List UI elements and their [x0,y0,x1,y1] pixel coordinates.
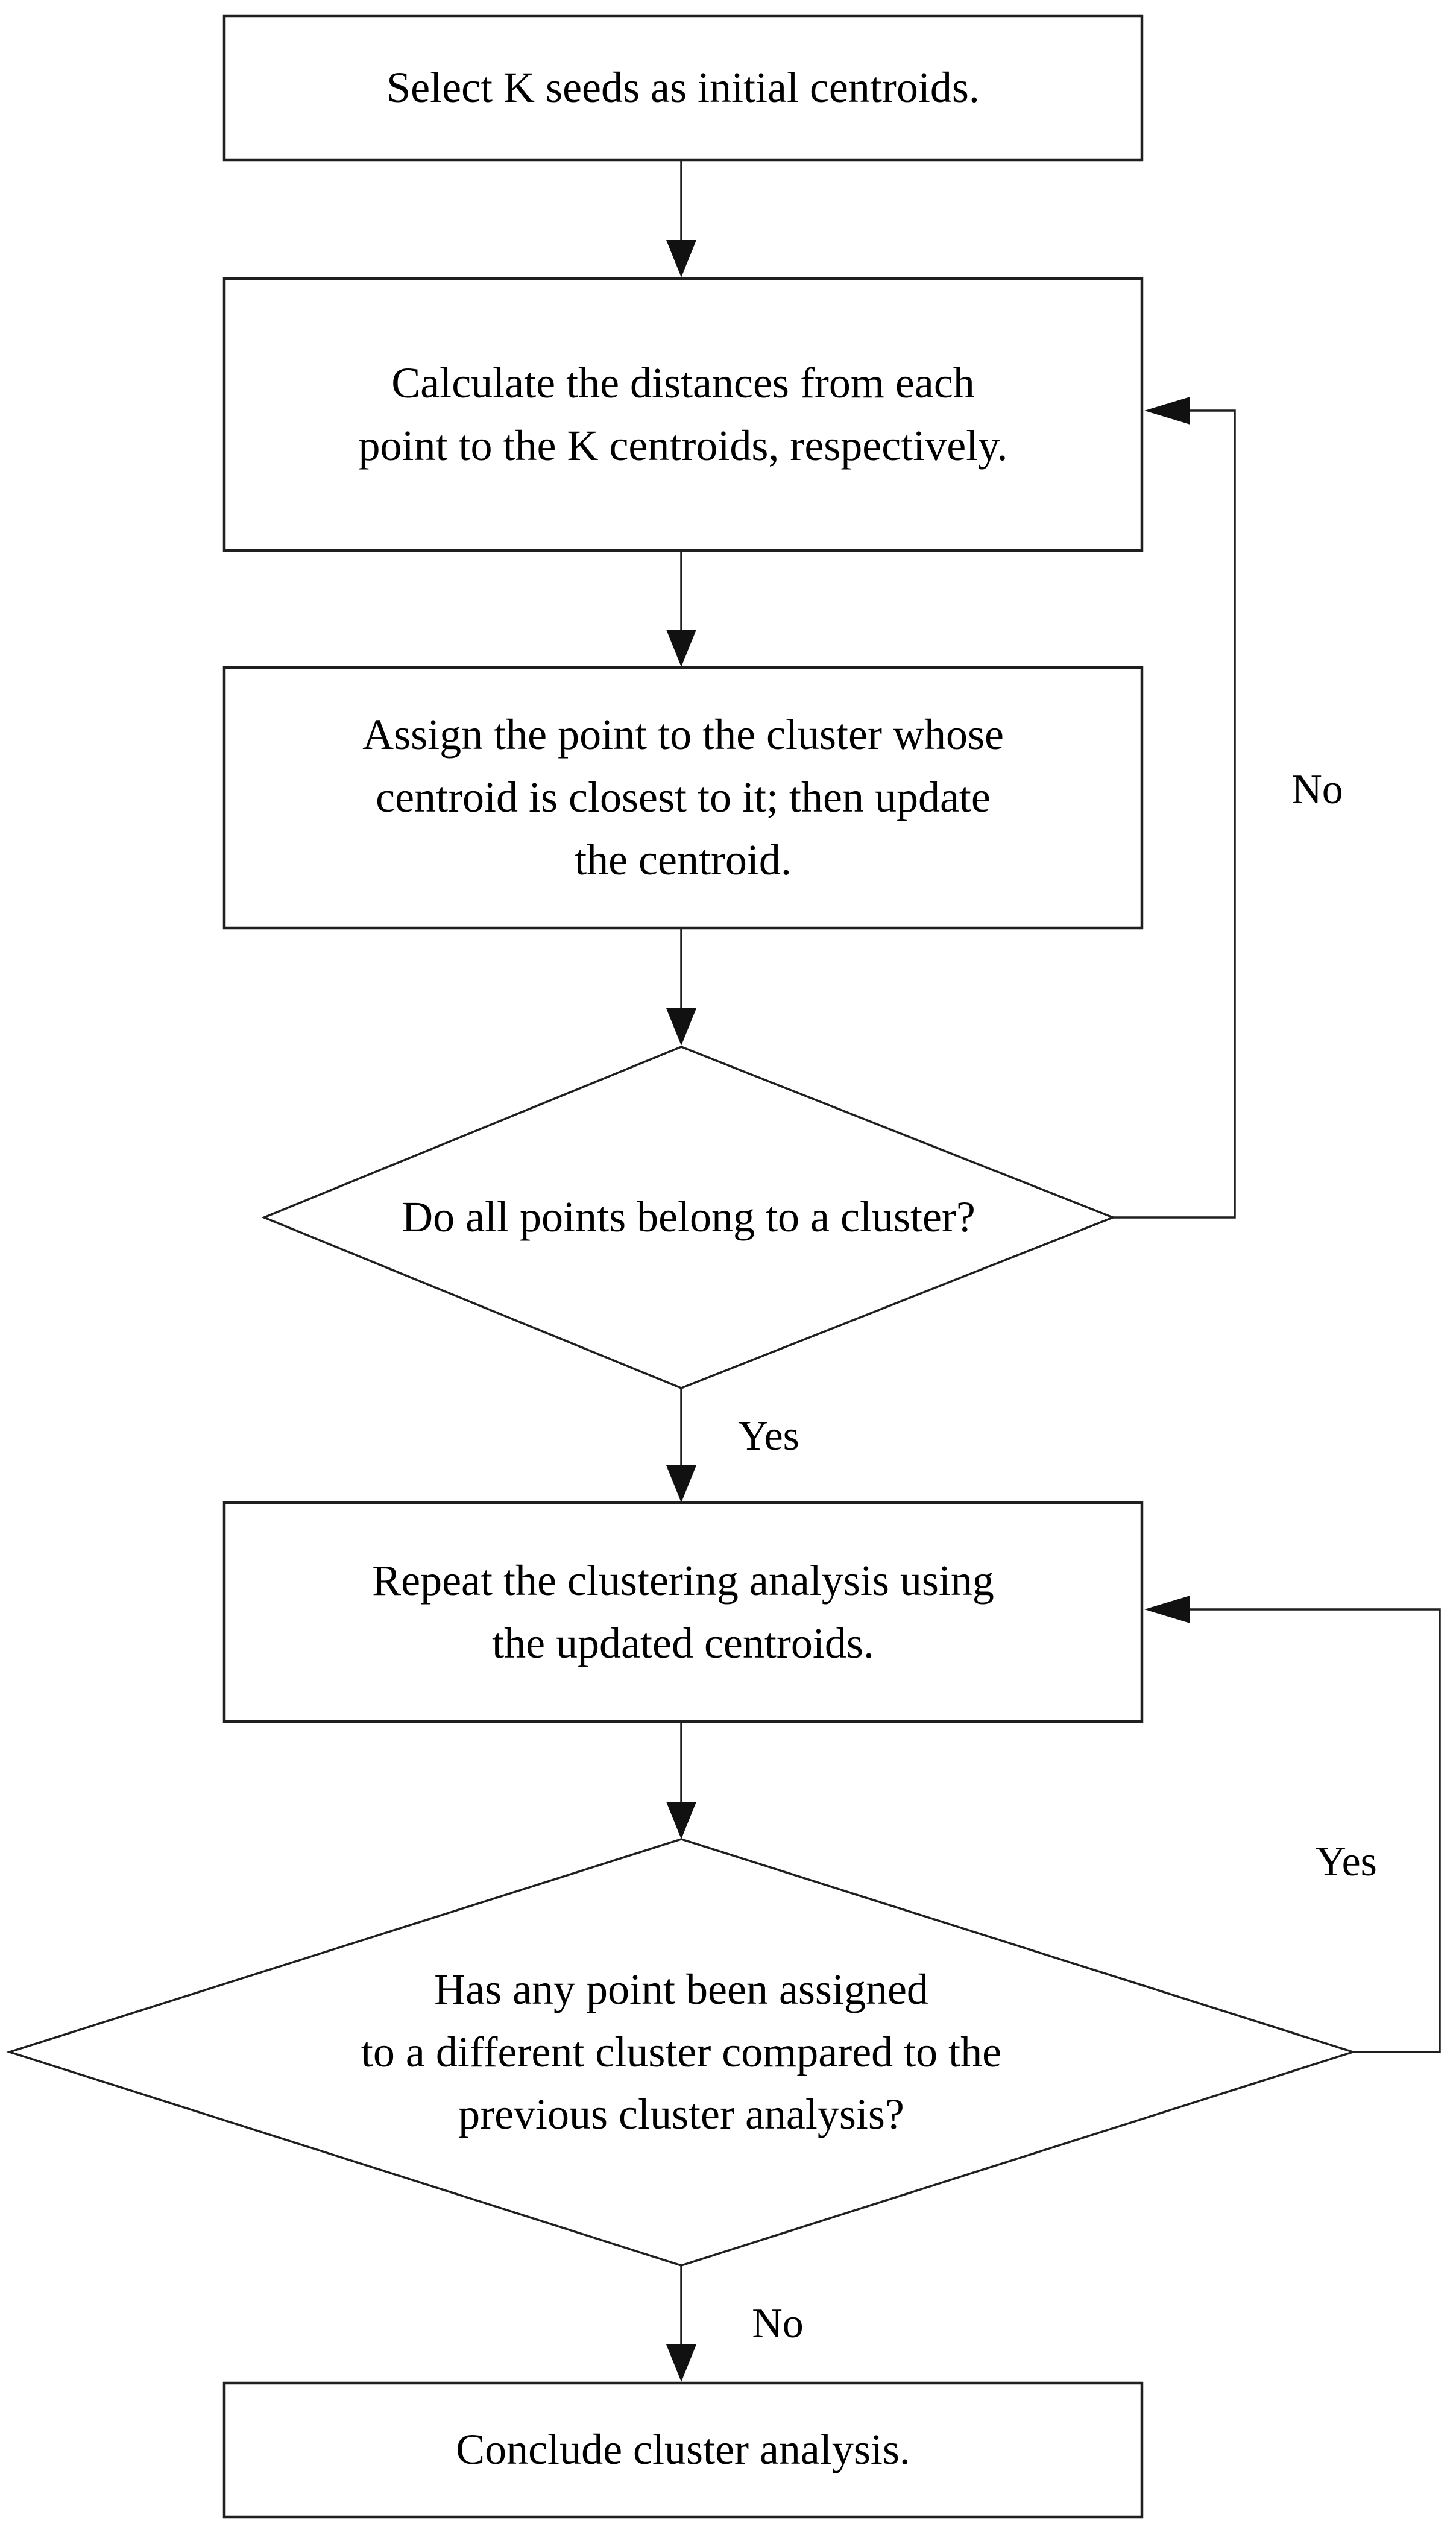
node-conclude-line1: Conclude cluster analysis. [456,2425,910,2474]
process-box-assign-point [222,666,1144,930]
edge-label-decision1-no: No [1291,766,1343,813]
node-conclude-text: Conclude cluster analysis. [224,2383,1142,2517]
arrowhead-3 [666,1008,696,1046]
process-box-calculate-distances [222,277,1144,552]
decision-all-points-belong-text: Do all points belong to a cluster? [264,1047,1113,1388]
arrowhead-1 [666,240,696,277]
arrowhead-4 [666,1465,696,1503]
process-box-repeat-clustering [222,1501,1144,1723]
edge-decision1-no-line [1113,409,1236,1219]
decision-point-reassigned-line2: to a different cluster compared to the [361,2027,1002,2076]
node-repeat-clustering-line1: Repeat the clustering analysis using [372,1556,994,1605]
decision-point-reassigned-text: Has any point been assigned to a differe… [10,1839,1353,2265]
edge-decision2-yes-line [1190,1608,1441,2053]
node-calculate-distances-line1: Calculate the distances from each [391,358,975,407]
process-box-select-seeds [222,14,1144,162]
arrowhead-6 [666,2344,696,2382]
process-box-conclude [222,2381,1144,2519]
edge-calculate-to-assign [666,551,696,667]
arrowhead-into-repeat-clustering [1144,1596,1190,1623]
arrowhead-2 [666,630,696,667]
node-assign-point-line3: the centroid. [575,835,792,884]
decision-all-points-belong-line1: Do all points belong to a cluster? [402,1193,975,1242]
node-assign-point-text: Assign the point to the cluster whose ce… [224,668,1142,928]
edge-decision1-no-loop [1113,397,1236,1219]
edge-select-to-calculate [666,160,696,277]
edge-decision2-yes-loop [1144,1596,1441,2053]
node-select-seeds-text: Select K seeds as initial centroids. [224,16,1142,160]
decision-point-reassigned-line1: Has any point been assigned [434,1965,928,2013]
edge-label-decision2-no: No [752,2300,804,2347]
node-assign-point-line2: centroid is closest to it; then update [376,773,991,822]
node-repeat-clustering-line2: the updated centroids. [492,1618,874,1667]
node-calculate-distances-line2: point to the K centroids, respectively. [358,421,1008,470]
edge-decision1-yes-to-repeat [666,1388,696,1503]
decision-point-reassigned-line3: previous cluster analysis? [458,2090,904,2139]
node-assign-point-line1: Assign the point to the cluster whose [362,710,1004,759]
edge-decision2-no-to-conclude [666,2265,696,2382]
edge-repeat-to-decision2 [666,1722,696,1839]
edge-assign-to-decision1 [666,928,696,1046]
arrowhead-5 [666,1802,696,1839]
node-repeat-clustering-text: Repeat the clustering analysis using the… [224,1503,1142,1722]
decision-diamond-point-reassigned [6,1838,1357,2267]
node-calculate-distances-text: Calculate the distances from each point … [224,279,1142,551]
edge-label-decision2-yes: Yes [1316,1839,1377,1885]
decision-diamond-all-points-belong [261,1046,1116,1389]
node-select-seeds-line1: Select K seeds as initial centroids. [386,63,980,112]
arrowhead-into-calculate-distances [1144,397,1190,425]
edge-label-decision1-yes: Yes [738,1413,799,1459]
